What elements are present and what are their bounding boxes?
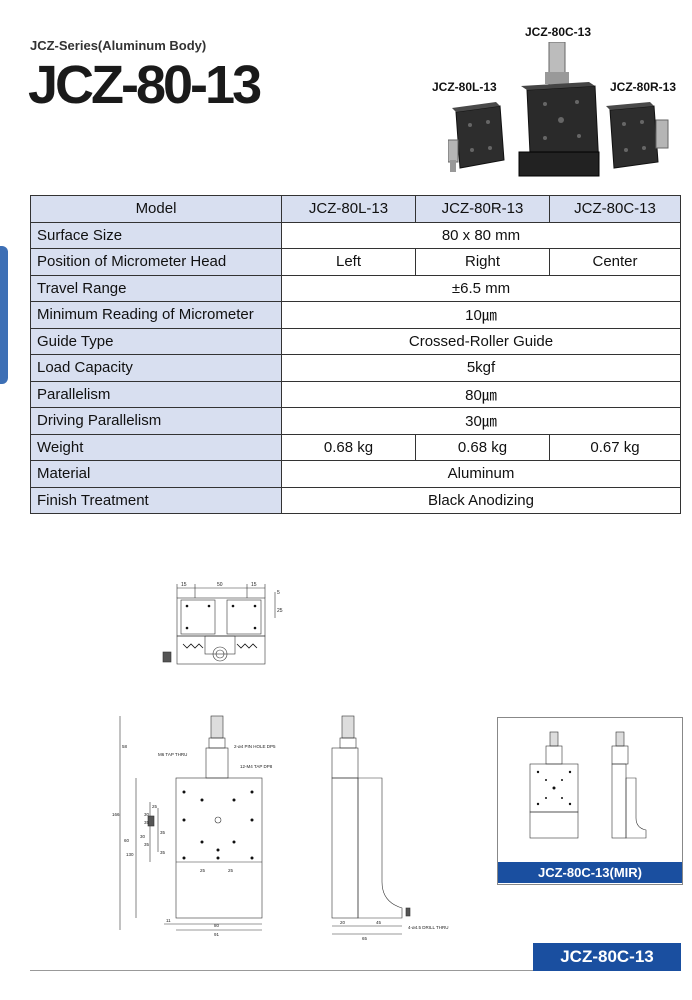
dim-label: 25 bbox=[152, 804, 158, 809]
dim-label: 25 bbox=[277, 608, 283, 614]
dim-label: 80 bbox=[214, 923, 220, 928]
row-value: 10㎛ bbox=[281, 301, 681, 329]
mir-drawing bbox=[529, 731, 647, 839]
page-title: JCZ-80-13 bbox=[28, 55, 262, 115]
dim-label: 91 bbox=[214, 932, 220, 937]
table-row: Guide Type Crossed-Roller Guide bbox=[30, 327, 681, 355]
product-label-right: JCZ-80R-13 bbox=[610, 80, 677, 94]
note-label: M6 TAP THRU bbox=[158, 752, 187, 757]
dim-label: 45 bbox=[376, 920, 382, 925]
header-cell: Model bbox=[30, 195, 282, 223]
table-row: Weight 0.68 kg 0.68 kg 0.67 kg bbox=[30, 433, 681, 461]
mir-label: JCZ-80C-13(MIR) bbox=[498, 862, 682, 883]
side-view-drawing: 20 45 65 4-ø4.5 DRILL THRU bbox=[331, 715, 449, 940]
row-value: Aluminum bbox=[281, 460, 681, 488]
dim-label: 20 bbox=[340, 920, 346, 925]
dim-label: 30 bbox=[140, 834, 146, 839]
row-label: Material bbox=[30, 460, 282, 488]
dim-label: 130 bbox=[126, 852, 134, 857]
note-label: 12-M4 TAP DP8 bbox=[240, 764, 273, 769]
dim-label: 25 bbox=[228, 868, 234, 873]
row-label: Surface Size bbox=[30, 221, 282, 249]
row-label: Minimum Reading of Micrometer bbox=[30, 301, 282, 329]
row-value: 80㎛ bbox=[281, 380, 681, 408]
row-label: Weight bbox=[30, 433, 282, 461]
row-label: Load Capacity bbox=[30, 354, 282, 382]
row-label: Position of Micrometer Head bbox=[30, 248, 282, 276]
table-row: Position of Micrometer Head Left Right C… bbox=[30, 248, 681, 276]
side-tab-marker bbox=[0, 246, 8, 384]
dim-label: 35 bbox=[160, 850, 166, 855]
mir-variant-panel bbox=[497, 717, 683, 885]
table-row: Driving Parallelism 30㎛ bbox=[30, 407, 681, 435]
dim-label: 35 bbox=[144, 842, 150, 847]
row-value: 5kgf bbox=[281, 354, 681, 382]
dim-label: 35 bbox=[144, 820, 150, 825]
footer-model-label: JCZ-80C-13 bbox=[533, 943, 681, 971]
dim-label: 15 bbox=[251, 582, 257, 588]
row-label: Driving Parallelism bbox=[30, 407, 282, 435]
table-row: Material Aluminum bbox=[30, 460, 681, 488]
table-row: Load Capacity 5kgf bbox=[30, 354, 681, 382]
note-label: 4-ø4.5 DRILL THRU bbox=[408, 925, 449, 930]
note-label: 2-ø4 PIN HOLE DP5 bbox=[234, 744, 276, 749]
dim-label: 11 bbox=[166, 918, 171, 923]
front-view-drawing: M6 TAP THRU 2-ø4 PIN HOLE DP5 12-M4 TAP … bbox=[112, 715, 276, 937]
row-value: 30㎛ bbox=[281, 407, 681, 435]
row-value: ±6.5 mm bbox=[281, 274, 681, 302]
product-photo-center bbox=[515, 41, 605, 182]
dim-label: 166 bbox=[112, 812, 120, 817]
row-value: 80 x 80 mm bbox=[281, 221, 681, 249]
spec-table: Model JCZ-80L-13 JCZ-80R-13 JCZ-80C-13 S… bbox=[30, 195, 681, 514]
product-label-left: JCZ-80L-13 bbox=[432, 80, 497, 94]
table-row: Surface Size 80 x 80 mm bbox=[30, 221, 681, 249]
row-label: Finish Treatment bbox=[30, 486, 282, 514]
table-header-row: Model JCZ-80L-13 JCZ-80R-13 JCZ-80C-13 bbox=[30, 195, 681, 223]
top-view-drawing: 15 50 15 5 25 bbox=[162, 582, 283, 665]
footer-divider bbox=[30, 970, 681, 971]
header-cell: JCZ-80L-13 bbox=[281, 195, 416, 223]
dim-label: 25 bbox=[200, 868, 206, 873]
series-title: JCZ-Series(Aluminum Body) bbox=[30, 38, 207, 53]
dim-label: 60 bbox=[124, 838, 130, 843]
row-value: Black Anodizing bbox=[281, 486, 681, 514]
row-value: Center bbox=[549, 248, 681, 276]
dim-label: 50 bbox=[217, 582, 223, 588]
header-cell: JCZ-80R-13 bbox=[415, 195, 550, 223]
dim-label: 5 bbox=[277, 590, 280, 596]
table-row: Parallelism 80㎛ bbox=[30, 380, 681, 408]
row-value: Right bbox=[415, 248, 550, 276]
table-row: Minimum Reading of Micrometer 10㎛ bbox=[30, 301, 681, 329]
header-cell: JCZ-80C-13 bbox=[549, 195, 681, 223]
row-value: 0.68 kg bbox=[415, 433, 550, 461]
row-value: Left bbox=[281, 248, 416, 276]
dim-label: 30 bbox=[144, 812, 150, 817]
product-photo-right bbox=[606, 100, 672, 180]
product-label-center: JCZ-80C-13 bbox=[525, 25, 592, 39]
row-label: Guide Type bbox=[30, 327, 282, 355]
row-value: 0.68 kg bbox=[281, 433, 416, 461]
row-value: 0.67 kg bbox=[549, 433, 681, 461]
row-label: Parallelism bbox=[30, 380, 282, 408]
dim-label: 35 bbox=[160, 830, 166, 835]
row-value: Crossed-Roller Guide bbox=[281, 327, 681, 355]
row-label: Travel Range bbox=[30, 274, 282, 302]
product-photo-left bbox=[447, 100, 508, 180]
table-row: Travel Range ±6.5 mm bbox=[30, 274, 681, 302]
dim-label: 58 bbox=[122, 744, 128, 749]
dim-label: 65 bbox=[362, 936, 368, 940]
dim-label: 15 bbox=[181, 582, 187, 588]
table-row: Finish Treatment Black Anodizing bbox=[30, 486, 681, 514]
